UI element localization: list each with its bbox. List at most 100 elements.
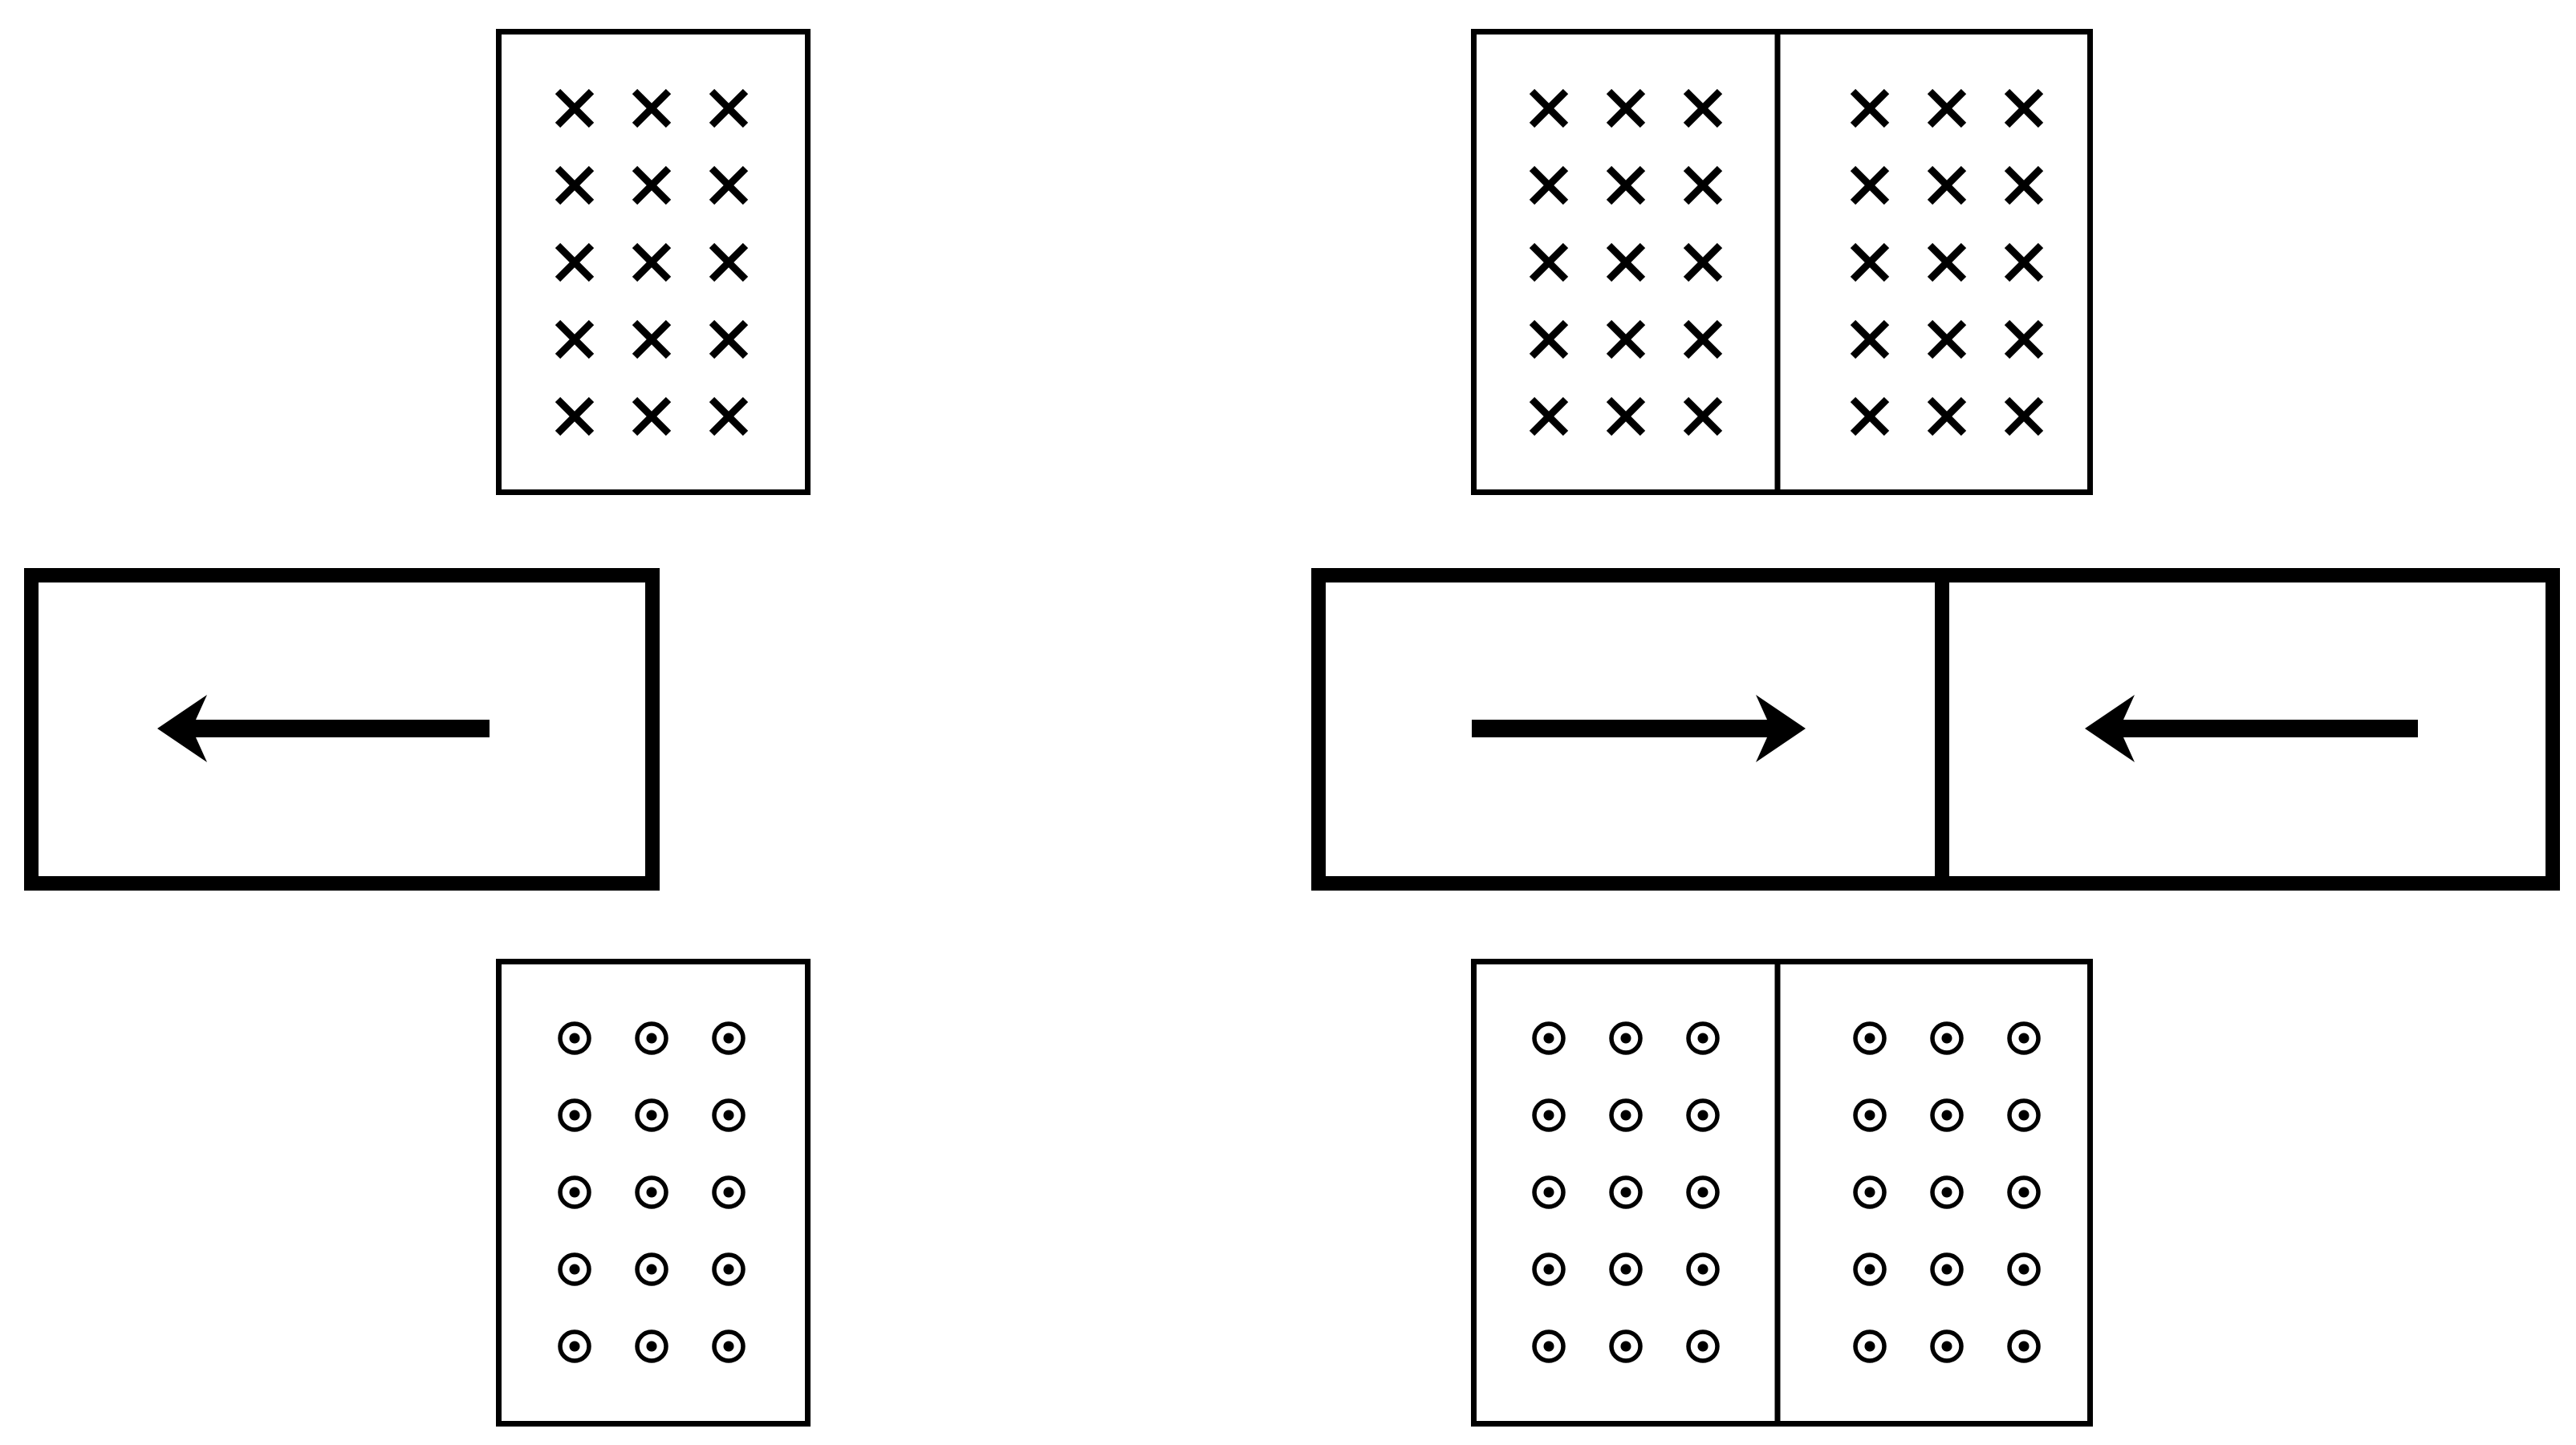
field-out-of-page-icon	[2018, 1033, 2030, 1044]
field-out-of-page-icon	[2007, 1329, 2041, 1363]
field-into-page-icon	[632, 319, 672, 359]
field-out-of-page-icon	[1853, 1252, 1887, 1286]
field-into-page-icon	[2004, 88, 2044, 128]
field-into-page-icon	[1683, 165, 1723, 205]
field-out-of-page-icon	[1941, 1264, 1952, 1275]
field-out-of-page-icon	[1864, 1341, 1875, 1352]
field-into-page-icon	[1683, 396, 1723, 436]
field-out-of-page-icon	[1697, 1341, 1709, 1352]
field-into-page-icon	[709, 242, 749, 282]
field-out-of-page-icon	[2007, 1021, 2041, 1055]
field-out-of-page-icon	[2018, 1110, 2030, 1121]
field-out-of-page-icon	[558, 1021, 591, 1055]
field-out-of-page-icon	[2007, 1175, 2041, 1209]
field-out-of-page-icon	[558, 1329, 591, 1363]
field-out-of-page-icon	[569, 1341, 580, 1352]
field-into-page-icon	[1683, 88, 1723, 128]
field-into-page-icon	[2004, 396, 2044, 436]
cross-grid-b	[1850, 88, 2044, 436]
field-out-of-page-icon	[2018, 1187, 2030, 1198]
field-out-of-page-icon	[1697, 1187, 1709, 1198]
field-into-page-icon	[555, 396, 595, 436]
field-out-of-page-icon	[712, 1021, 746, 1055]
field-into-page-icon	[709, 319, 749, 359]
field-into-page-icon	[2004, 242, 2044, 282]
field-out-of-page-icon	[712, 1329, 746, 1363]
field-out-of-page-icon	[1864, 1264, 1875, 1275]
field-out-of-page-icon	[635, 1252, 668, 1286]
field-into-page-icon	[1529, 88, 1569, 128]
field-out-of-page-icon	[635, 1098, 668, 1132]
field-out-of-page-icon	[1686, 1098, 1720, 1132]
panel-border	[496, 29, 811, 495]
field-out-of-page-icon	[1543, 1341, 1554, 1352]
field-out-of-page-icon	[1864, 1187, 1875, 1198]
field-into-page-icon	[709, 396, 749, 436]
field-into-page-icon	[1529, 319, 1569, 359]
right-conductor-box-group	[1311, 568, 2560, 891]
field-out-of-page-icon	[1930, 1021, 1964, 1055]
field-out-of-page-icon	[1941, 1187, 1952, 1198]
field-out-of-page-icon	[1941, 1033, 1952, 1044]
field-out-of-page-icon	[1543, 1264, 1554, 1275]
field-into-page-icon	[555, 88, 595, 128]
field-out-of-page-icon	[1941, 1110, 1952, 1121]
field-into-page-icon	[1927, 165, 1967, 205]
right-current-arrow-b	[2085, 695, 2418, 762]
right-current-arrow-a	[1472, 695, 1806, 762]
panel-border	[1471, 29, 2093, 495]
field-out-of-page-icon	[569, 1033, 580, 1044]
dot-grid	[558, 1021, 746, 1363]
field-out-of-page-icon	[712, 1175, 746, 1209]
field-out-of-page-icon	[569, 1110, 580, 1121]
field-into-page-icon	[1850, 319, 1890, 359]
field-out-of-page-icon	[635, 1175, 668, 1209]
field-out-of-page-icon	[1543, 1033, 1554, 1044]
field-out-of-page-icon	[712, 1252, 746, 1286]
field-out-of-page-icon	[646, 1110, 657, 1121]
field-out-of-page-icon	[1864, 1110, 1875, 1121]
field-out-of-page-icon	[1609, 1329, 1643, 1363]
field-out-of-page-icon	[635, 1021, 668, 1055]
field-out-of-page-icon	[1686, 1021, 1720, 1055]
field-out-of-page-icon	[1697, 1033, 1709, 1044]
bottom-right-out-of-page-panel-group	[1471, 959, 2093, 1427]
field-out-of-page-icon	[1620, 1187, 1631, 1198]
field-into-page-icon	[1683, 319, 1723, 359]
field-out-of-page-icon	[646, 1264, 657, 1275]
top-right-into-page-panel-group	[1471, 29, 2093, 495]
field-out-of-page-icon	[1930, 1252, 1964, 1286]
field-into-page-icon	[1683, 242, 1723, 282]
dot-grid-a	[1532, 1021, 1720, 1363]
left-conductor-box	[24, 568, 660, 891]
field-out-of-page-icon	[1609, 1021, 1643, 1055]
field-out-of-page-icon	[1543, 1110, 1554, 1121]
field-out-of-page-icon	[569, 1264, 580, 1275]
field-out-of-page-icon	[1853, 1329, 1887, 1363]
field-out-of-page-icon	[1930, 1175, 1964, 1209]
dot-grid-b	[1853, 1021, 2041, 1363]
field-into-page-icon	[1529, 242, 1569, 282]
field-out-of-page-icon	[646, 1187, 657, 1198]
field-into-page-icon	[632, 396, 672, 436]
field-out-of-page-icon	[1620, 1341, 1631, 1352]
field-into-page-icon	[1850, 165, 1890, 205]
field-out-of-page-icon	[558, 1252, 591, 1286]
field-into-page-icon	[1850, 396, 1890, 436]
panel-border	[1471, 959, 2093, 1427]
field-into-page-icon	[632, 165, 672, 205]
field-into-page-icon	[632, 88, 672, 128]
field-out-of-page-icon	[712, 1098, 746, 1132]
field-out-of-page-icon	[2018, 1264, 2030, 1275]
field-out-of-page-icon	[723, 1341, 734, 1352]
field-out-of-page-icon	[1543, 1187, 1554, 1198]
panel-background	[1471, 29, 2093, 495]
field-out-of-page-icon	[1609, 1175, 1643, 1209]
field-out-of-page-icon	[1620, 1110, 1631, 1121]
top-left-into-page-panel	[496, 29, 811, 495]
left-current-arrow	[157, 695, 490, 762]
field-out-of-page-icon	[723, 1264, 734, 1275]
field-out-of-page-icon	[2007, 1098, 2041, 1132]
field-into-page-icon	[1927, 396, 1967, 436]
